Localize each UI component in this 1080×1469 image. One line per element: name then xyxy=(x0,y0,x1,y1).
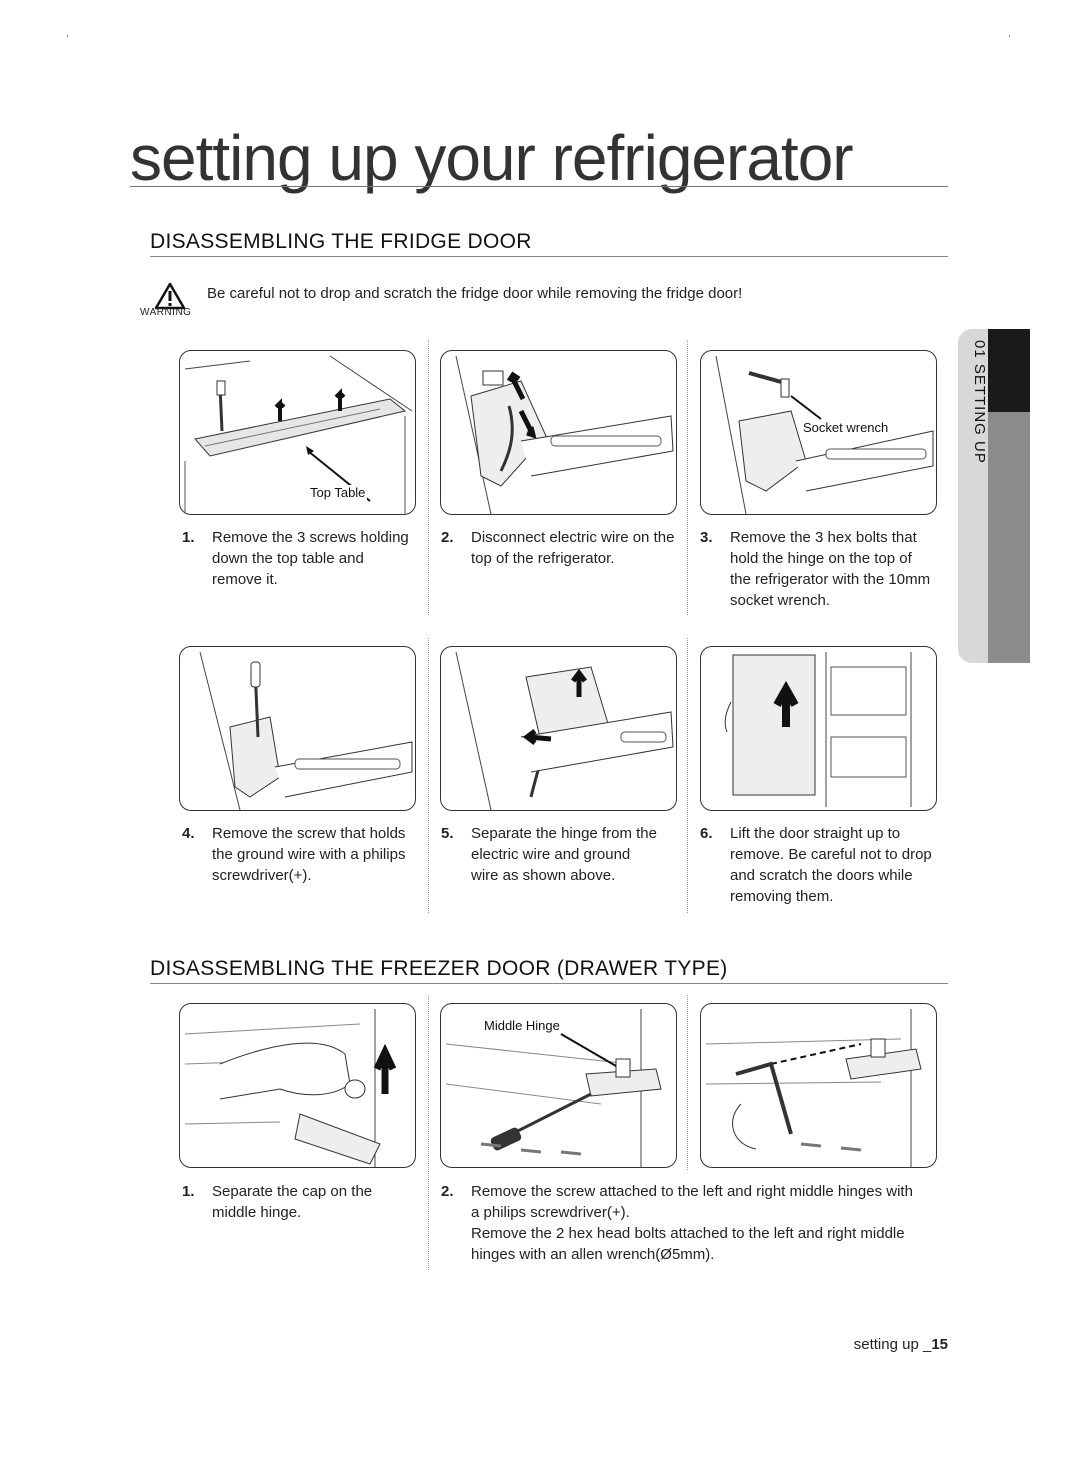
title-rule xyxy=(130,186,948,187)
illustration-step-4 xyxy=(179,646,416,811)
side-tab-gray-block xyxy=(988,412,1030,663)
step-1: 1. Remove the 3 screws holding down the … xyxy=(182,527,422,597)
illustration-step-1 xyxy=(179,350,416,515)
column-divider xyxy=(428,995,429,1270)
page-number: 15 xyxy=(931,1336,948,1353)
freezer-section-heading: DISASSEMBLING THE FREEZER DOOR (DRAWER T… xyxy=(150,957,728,980)
step-number: 6. xyxy=(700,825,713,842)
step-text-continued: Remove the 2 hex head bolts attached to … xyxy=(471,1225,905,1263)
illustration-step-2 xyxy=(440,350,677,515)
step-5: 5. Separate the hinge from the electric … xyxy=(441,823,681,913)
step-number: 3. xyxy=(700,529,713,546)
page-title: setting up your refrigerator xyxy=(130,122,854,194)
step-text: Remove the screw attached to the left an… xyxy=(471,1183,913,1221)
illustration-freezer-step-1 xyxy=(179,1003,416,1168)
corner-mark-right: , xyxy=(1008,28,1011,39)
corner-mark-left: , xyxy=(66,28,69,39)
step-text: Remove the 3 screws holding down the top… xyxy=(212,529,409,588)
step-number: 1. xyxy=(182,1183,195,1200)
step-number: 2. xyxy=(441,529,454,546)
step-4: 4. Remove the screw that holds the groun… xyxy=(182,823,422,893)
footer-section: setting up _ xyxy=(853,1336,932,1353)
illustration-step-5 xyxy=(440,646,677,811)
step-number: 1. xyxy=(182,529,195,546)
step-text: Separate the cap on the middle hinge. xyxy=(212,1183,373,1221)
warning-text: Be careful not to drop and scratch the f… xyxy=(207,285,743,302)
side-tab-label: 01 SETTING UP xyxy=(971,340,988,464)
step-text: Remove the screw that holds the ground w… xyxy=(212,825,406,884)
column-divider xyxy=(428,638,429,913)
step-text: Lift the door straight up to remove. Be … xyxy=(730,825,932,905)
step-text: Disconnect electric wire on the top of t… xyxy=(471,529,675,567)
side-tab-dark-block xyxy=(988,329,1030,412)
fridge-section-rule xyxy=(150,256,948,257)
freezer-section-rule xyxy=(150,983,948,984)
warning-icon xyxy=(154,282,186,310)
page-footer: setting up _15 xyxy=(854,1336,948,1353)
column-divider xyxy=(687,340,688,615)
step-number: 5. xyxy=(441,825,454,842)
callout-middle-hinge: Middle Hinge xyxy=(482,1018,562,1033)
callout-socket-wrench: Socket wrench xyxy=(801,420,891,435)
step-6: 6. Lift the door straight up to remove. … xyxy=(700,823,940,913)
illustration-step-6 xyxy=(700,646,937,811)
step-3: 3. Remove the 3 hex bolts that hold the … xyxy=(700,527,940,617)
freezer-step-2: 2. Remove the screw attached to the left… xyxy=(441,1181,921,1271)
column-divider xyxy=(428,340,429,615)
freezer-step-1: 1. Separate the cap on the middle hinge. xyxy=(182,1181,422,1231)
column-divider xyxy=(687,995,688,1170)
warning-label: WARNING xyxy=(140,307,192,318)
step-number: 4. xyxy=(182,825,195,842)
callout-top-table: Top Table xyxy=(308,485,368,500)
column-divider xyxy=(687,638,688,913)
illustration-freezer-step-3 xyxy=(700,1003,937,1168)
step-text: Remove the 3 hex bolts that hold the hin… xyxy=(730,529,931,609)
step-text: Separate the hinge from the electric wir… xyxy=(471,825,657,884)
fridge-section-heading: DISASSEMBLING THE FRIDGE DOOR xyxy=(150,230,532,253)
step-number: 2. xyxy=(441,1183,454,1200)
step-2: 2. Disconnect electric wire on the top o… xyxy=(441,527,681,577)
